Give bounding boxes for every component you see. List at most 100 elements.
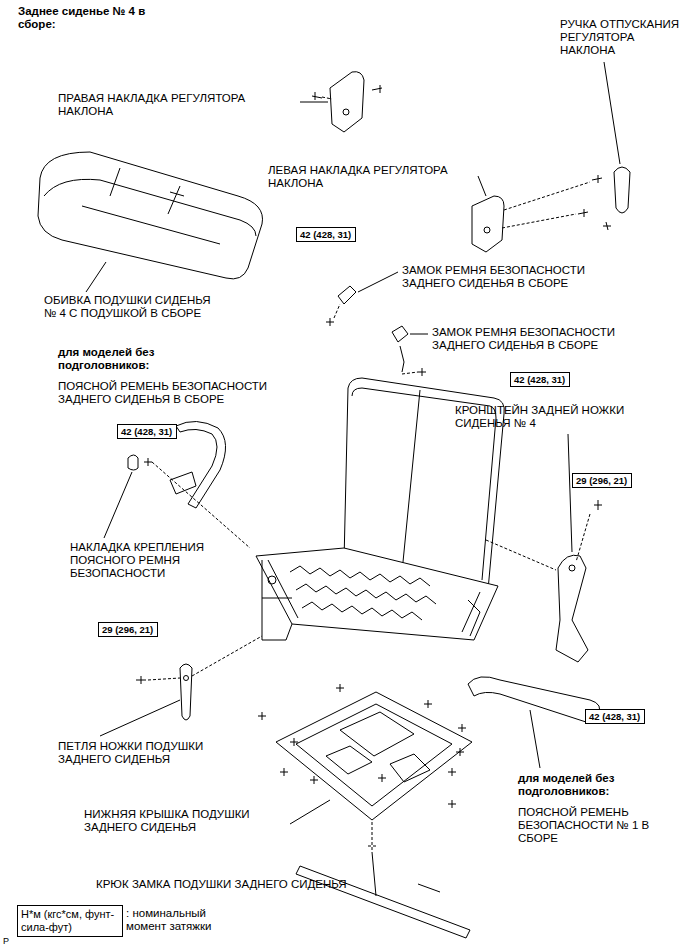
part-label: КРЮК ЗАМКА ПОДУШКИ ЗАДНЕГО СИДЕНЬЯ	[96, 878, 416, 891]
label-text: ПЕТЛЯ НОЖКИ ПОДУШКИ ЗАДНЕГО СИДЕНЬЯ	[58, 740, 203, 765]
illustration-stroke	[86, 262, 106, 292]
cushion-leg-hinge	[136, 636, 262, 720]
part-label: ЛЕВАЯ НАКЛАДКА РЕГУЛЯТОРА НАКЛОНА	[268, 164, 503, 190]
torque-box: 42 (428, 31)	[585, 709, 645, 724]
label-text: P	[3, 936, 9, 946]
illustration-stroke	[368, 822, 376, 850]
illustration-stroke	[180, 664, 192, 720]
illustration-stroke	[302, 602, 422, 620]
label-text: НИЖНЯЯ КРЫШКА ПОДУШКИ ЗАДНЕГО СИДЕНЬЯ	[84, 808, 250, 833]
illustration-stroke	[258, 684, 466, 732]
label-text: КРОНШТЕЙН ЗАДНЕЙ НОЖКИ СИДЕНЬЯ № 4	[455, 404, 624, 429]
illustration-stroke	[136, 676, 146, 684]
node-text: 42 (428, 31)	[589, 711, 641, 722]
illustration-stroke	[418, 368, 426, 376]
illustration-stroke	[184, 676, 189, 681]
illustration-stroke	[372, 852, 376, 896]
illustration-stroke	[290, 800, 330, 824]
illustration-stroke	[326, 712, 430, 782]
label-text: для моделей без подголовников:	[58, 346, 154, 371]
illustration-stroke	[100, 700, 180, 736]
illustration-stroke	[144, 458, 152, 466]
illustration-stroke	[192, 636, 262, 676]
lap-belt	[128, 421, 250, 548]
illustration-stroke	[290, 566, 430, 586]
rear-leg-bracket	[486, 500, 602, 662]
illustration-stroke	[148, 678, 180, 680]
illustration-stroke	[326, 318, 334, 326]
node-text: Н*м (кгс*см, фунт-сила-фут)	[21, 908, 119, 934]
torque-box: 29 (296, 21)	[572, 473, 632, 488]
node-text: 42 (428, 31)	[300, 229, 352, 240]
cushion-pad	[38, 152, 263, 279]
illustration-stroke	[268, 560, 480, 632]
illustration-stroke	[300, 102, 328, 103]
node-text: 42 (428, 31)	[514, 374, 566, 385]
part-label: НИЖНЯЯ КРЫШКА ПОДУШКИ ЗАДНЕГО СИДЕНЬЯ	[84, 808, 284, 834]
illustration-stroke	[569, 565, 575, 571]
lower-cover	[258, 684, 472, 850]
label-text: РУЧКА ОТПУСКАНИЯ РЕГУЛЯТОРА НАКЛОНА	[560, 18, 679, 56]
illustration-stroke	[392, 326, 408, 342]
part-label: НАКЛАДКА КРЕПЛЕНИЯ ПОЯСНОГО РЕМНЯ БЕЗОПА…	[70, 541, 240, 580]
illustration-stroke	[568, 434, 572, 552]
illustration-stroke	[478, 176, 486, 196]
part-label: ОБИВКА ПОДУШКИ СИДЕНЬЯ № 4 С ПОДУШКОЙ В …	[44, 294, 222, 320]
part-label: ЗАМОК РЕМНЯ БЕЗОПАСНОСТИ ЗАДНЕГО СИДЕНЬЯ…	[432, 326, 647, 352]
illustration-stroke	[296, 704, 452, 806]
illustration-stroke	[44, 179, 256, 236]
illustration-stroke	[358, 272, 398, 292]
illustration-stroke	[176, 421, 226, 508]
node-text: 29 (296, 21)	[576, 475, 628, 486]
illustration-stroke	[614, 167, 630, 213]
illustration-stroke	[334, 304, 340, 318]
part-label: РУЧКА ОТПУСКАНИЯ РЕГУЛЯТОРА НАКЛОНА	[560, 18, 684, 57]
illustration-stroke	[400, 346, 404, 372]
illustration-stroke	[312, 92, 322, 100]
lock-hook	[296, 852, 470, 938]
illustration-stroke	[170, 472, 196, 494]
illustration-stroke	[352, 388, 496, 580]
illustration-stroke	[262, 560, 292, 640]
illustration-stroke	[402, 390, 420, 572]
label-text: НАКЛАДКА КРЕПЛЕНИЯ ПОЯСНОГО РЕМНЯ БЕЗОПА…	[70, 541, 204, 579]
lap-belt-no1	[468, 677, 600, 722]
illustration-stroke	[276, 692, 472, 820]
label-text: ПОЯСНОЙ РЕМЕНЬ БЕЗОПАСНОСТИ ЗАДНЕГО СИДЕ…	[58, 380, 267, 405]
illustration-stroke	[322, 97, 332, 99]
part-label: ЗАМОК РЕМНЯ БЕЗОПАСНОСТИ ЗАДНЕГО СИДЕНЬЯ…	[402, 264, 617, 290]
illustration-stroke	[296, 584, 436, 604]
label-text: ОБИВКА ПОДУШКИ СИДЕНЬЯ № 4 С ПОДУШКОЙ В …	[44, 294, 211, 319]
illustration-stroke	[310, 774, 456, 808]
label-text: для моделей без подголовников:	[518, 772, 614, 797]
legend-box: Н*м (кгс*см, фунт-сила-фут)	[17, 905, 123, 937]
label-text: ЗАМОК РЕМНЯ БЕЗОПАСНОСТИ ЗАДНЕГО СИДЕНЬЯ…	[402, 264, 585, 289]
part-label: для моделей без подголовников:	[58, 346, 198, 372]
illustration-stroke	[530, 710, 540, 768]
left-recliner-cover	[472, 175, 602, 252]
illustration-stroke	[402, 372, 418, 374]
illustration-stroke	[472, 196, 504, 252]
illustration-stroke	[330, 72, 364, 132]
label-text: КРЮК ЗАМКА ПОДУШКИ ЗАДНЕГО СИДЕНЬЯ	[96, 878, 347, 890]
illustration-stroke	[38, 152, 263, 279]
node-text: 29 (296, 21)	[102, 624, 154, 635]
illustration-stroke	[256, 548, 498, 640]
illustration-stroke	[104, 472, 132, 538]
label-text: ПРАВАЯ НАКЛАДКА РЕГУЛЯТОРА НАКЛОНА	[58, 92, 245, 117]
illustration-stroke	[576, 514, 590, 562]
part-label: ПОЯСНОЙ РЕМЕНЬ БЕЗОПАСНОСТИ № 1 В СБОРЕ	[518, 806, 658, 845]
illustration-stroke	[592, 175, 602, 183]
label-text: ЗАМОК РЕМНЯ БЕЗОПАСНОСТИ ЗАДНЕГО СИДЕНЬЯ…	[432, 326, 615, 351]
part-label: ПРАВАЯ НАКЛАДКА РЕГУЛЯТОРА НАКЛОНА	[58, 92, 293, 118]
torque-box: 42 (428, 31)	[296, 227, 356, 242]
illustration-stroke	[372, 85, 382, 93]
illustration-stroke	[486, 540, 556, 570]
illustration-stroke	[343, 109, 349, 115]
illustration-stroke	[484, 227, 490, 233]
title-text: Заднее сиденье № 4 в сборе:	[18, 5, 145, 30]
illustration-stroke	[556, 555, 588, 662]
illustration-stroke	[170, 192, 184, 196]
illustration-stroke	[82, 168, 220, 244]
label-text: : номинальный момент затяжки	[126, 907, 211, 932]
